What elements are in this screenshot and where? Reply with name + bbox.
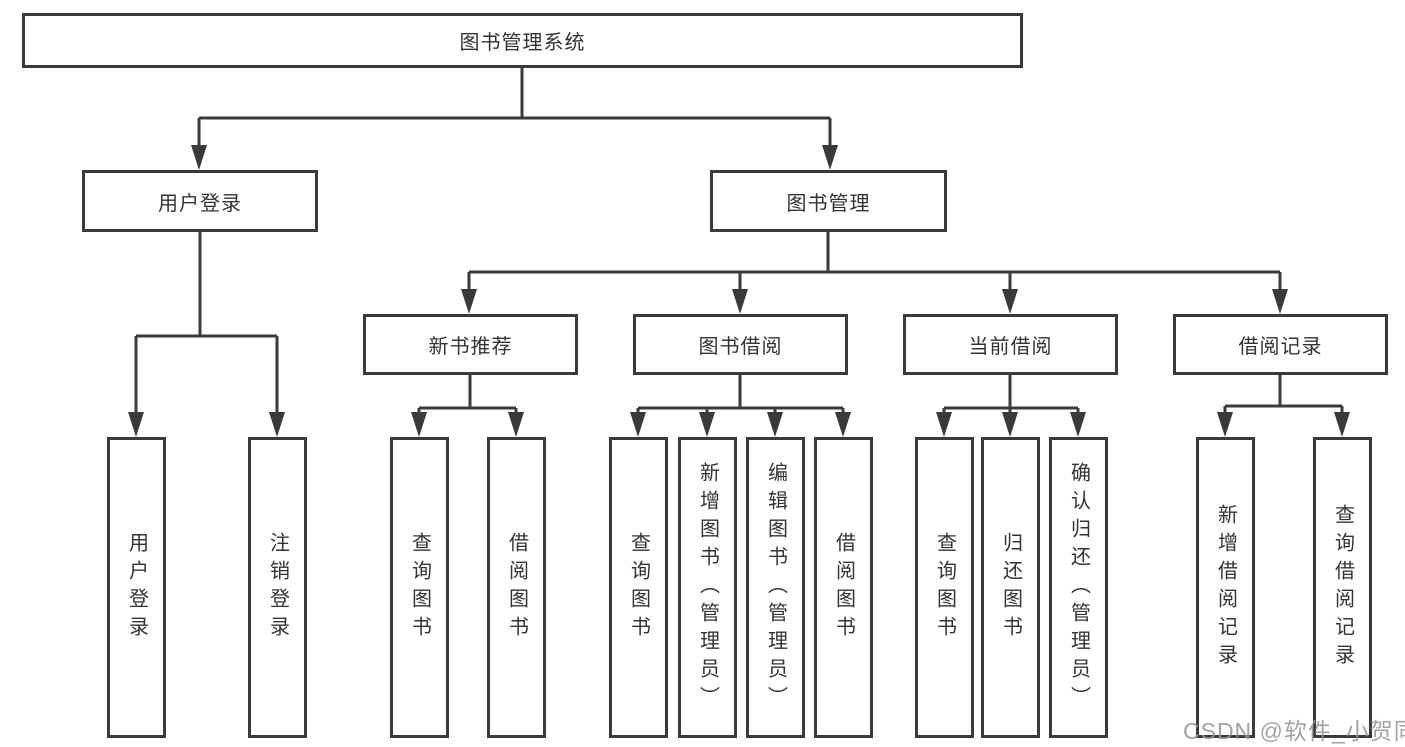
leaf-user-login: 用户登录 bbox=[107, 437, 166, 738]
arrowhead-icons bbox=[128, 145, 1350, 437]
node-label: 用户登录 bbox=[158, 192, 242, 215]
leaf-label: 新增借阅记录 bbox=[1214, 503, 1237, 672]
leaf-label: 用户登录 bbox=[125, 531, 148, 644]
leaf-query-books-borrow: 查询图书 bbox=[609, 437, 668, 738]
node-label: 当前借阅 bbox=[968, 336, 1053, 358]
node-book-management: 图书管理 bbox=[710, 170, 947, 232]
node-current-borrowing: 当前借阅 bbox=[903, 314, 1118, 375]
node-label: 图书管理系统 bbox=[459, 32, 586, 54]
leaf-logout: 注销登录 bbox=[248, 437, 307, 738]
leaf-add-book-admin: 新增图书（管理员） bbox=[678, 437, 737, 738]
leaf-label: 借阅图书 bbox=[505, 531, 528, 644]
leaf-query-books-newbook: 查询图书 bbox=[390, 437, 449, 738]
leaf-label: 新增图书（管理员） bbox=[696, 461, 719, 714]
leaf-borrow-books-borrow: 借阅图书 bbox=[814, 437, 873, 738]
leaf-label: 归还图书 bbox=[999, 531, 1022, 644]
leaf-query-borrow-record: 查询借阅记录 bbox=[1313, 437, 1372, 738]
node-library-management-system: 图书管理系统 bbox=[22, 13, 1023, 68]
node-book-borrowing: 图书借阅 bbox=[633, 314, 848, 375]
node-label: 图书借阅 bbox=[698, 336, 783, 358]
leaf-label: 确认归还（管理员） bbox=[1067, 461, 1090, 714]
leaf-return-books: 归还图书 bbox=[981, 437, 1040, 738]
node-label: 图书管理 bbox=[786, 192, 871, 215]
leaf-label: 查询图书 bbox=[933, 531, 956, 644]
node-user-login: 用户登录 bbox=[82, 170, 318, 232]
leaf-label: 查询图书 bbox=[408, 531, 431, 644]
leaf-edit-book-admin: 编辑图书（管理员） bbox=[746, 437, 805, 738]
leaf-label: 注销登录 bbox=[266, 531, 289, 644]
leaf-label: 编辑图书（管理员） bbox=[764, 461, 787, 714]
leaf-confirm-return-admin: 确认归还（管理员） bbox=[1049, 437, 1108, 738]
leaf-label: 借阅图书 bbox=[832, 531, 855, 644]
watermark: CSDN @软件_小贺同学 bbox=[1183, 718, 1405, 744]
node-new-book-recommendation: 新书推荐 bbox=[363, 314, 578, 375]
node-label: 新书推荐 bbox=[428, 336, 513, 358]
leaf-label: 查询借阅记录 bbox=[1331, 503, 1354, 672]
leaf-add-borrow-record: 新增借阅记录 bbox=[1196, 437, 1255, 738]
leaf-label: 查询图书 bbox=[627, 531, 650, 644]
node-borrowing-records: 借阅记录 bbox=[1173, 314, 1388, 375]
leaf-query-books-current: 查询图书 bbox=[915, 437, 974, 738]
leaf-borrow-books-newbook: 借阅图书 bbox=[487, 437, 546, 738]
node-label: 借阅记录 bbox=[1238, 336, 1323, 358]
